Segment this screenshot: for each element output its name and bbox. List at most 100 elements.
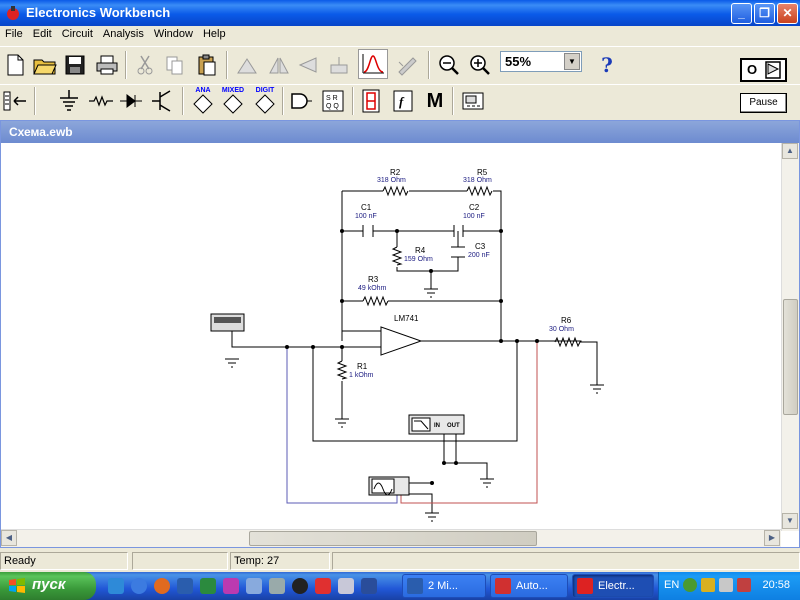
status-message: Ready — [0, 552, 128, 570]
zoom-in-icon[interactable] — [467, 51, 493, 79]
quicklaunch-excel-icon[interactable] — [200, 578, 216, 594]
bode-plotter[interactable] — [408, 414, 465, 435]
vertical-scroll-thumb[interactable] — [783, 299, 798, 415]
quicklaunch-doc-icon[interactable] — [338, 578, 354, 594]
task-item-electronics[interactable]: Electr... — [572, 574, 654, 598]
task-item-label: Auto... — [516, 580, 548, 592]
word-icon — [407, 578, 423, 594]
c3-value: 200 nF — [468, 252, 490, 259]
quicklaunch-app-icon[interactable] — [223, 578, 239, 594]
quicklaunch-ie-icon[interactable] — [131, 578, 147, 594]
c1-label: C1 — [361, 203, 372, 212]
scroll-down-icon[interactable]: ▼ — [782, 513, 798, 529]
component-properties-icon[interactable] — [326, 51, 352, 79]
language-indicator[interactable]: EN — [664, 579, 680, 591]
favorites-bin-icon[interactable] — [2, 87, 28, 115]
save-icon[interactable] — [62, 51, 88, 79]
open-folder-icon[interactable] — [32, 51, 58, 79]
paste-icon[interactable] — [194, 51, 220, 79]
flip-horizontal-icon[interactable] — [266, 51, 292, 79]
quicklaunch-firefox-icon[interactable] — [154, 578, 170, 594]
cut-icon[interactable] — [132, 51, 158, 79]
status-bar: Ready Temp: 27 — [0, 550, 800, 572]
app-icon — [495, 578, 511, 594]
schematic-canvas[interactable]: R2 318 Ohm R5 318 Ohm C1 100 nF C2 100 n… — [1, 143, 781, 529]
schematic-drawing — [210, 185, 604, 522]
close-button[interactable]: ✕ — [777, 3, 798, 24]
quicklaunch-arrow-icon[interactable] — [246, 578, 262, 594]
zoom-value: 55% — [505, 54, 532, 69]
restore-button[interactable]: ❐ — [754, 3, 775, 24]
horizontal-scrollbar[interactable]: ◀ ▶ — [1, 529, 781, 547]
flip-vertical-icon[interactable] — [296, 51, 322, 79]
clock[interactable]: 20:58 — [762, 579, 790, 591]
transistors-bin-icon[interactable] — [150, 87, 176, 115]
function-generator[interactable] — [210, 313, 245, 332]
plotter-out-label: OUT — [447, 423, 460, 429]
r2-value: 318 Ohm — [377, 177, 406, 184]
r4-value: 159 Ohm — [404, 256, 433, 263]
tray-app-icon[interactable] — [683, 578, 697, 592]
misc-bin-icon[interactable]: M — [422, 87, 448, 115]
menu-edit[interactable]: Edit — [32, 28, 52, 40]
shield-icon[interactable] — [701, 578, 715, 592]
menu-help[interactable]: Help — [202, 28, 226, 40]
indicators-bin-icon[interactable] — [358, 87, 384, 115]
diodes-bin-icon[interactable] — [118, 87, 144, 115]
quicklaunch-window-icon[interactable] — [361, 578, 377, 594]
scroll-left-icon[interactable]: ◀ — [1, 530, 17, 546]
task-item-label: Electr... — [598, 580, 635, 592]
task-item-label: 2 Mi... — [428, 580, 458, 592]
scroll-up-icon[interactable]: ▲ — [782, 143, 798, 159]
menu-window[interactable]: Window — [153, 28, 193, 40]
r5-label: R5 — [477, 168, 488, 177]
print-icon[interactable] — [94, 51, 120, 79]
scroll-right-icon[interactable]: ▶ — [764, 530, 780, 546]
zoom-out-icon[interactable] — [436, 51, 462, 79]
quicklaunch-network-icon[interactable] — [108, 578, 124, 594]
mixed-ics-bin-icon[interactable]: MIXED — [220, 87, 246, 115]
copy-icon[interactable] — [162, 51, 188, 79]
toolbar-separator — [226, 51, 228, 79]
horizontal-scroll-thumb[interactable] — [249, 531, 537, 546]
controls-bin-icon[interactable]: f — [390, 87, 416, 115]
digital-ics-bin-icon[interactable]: DIGIT — [252, 87, 278, 115]
rotate-icon[interactable] — [234, 51, 260, 79]
subcircuit-icon[interactable] — [394, 51, 420, 79]
toolbar-separator — [428, 51, 430, 79]
task-item-word[interactable]: 2 Mi... — [402, 574, 486, 598]
zoom-select[interactable]: 55% ▼ — [500, 51, 582, 72]
status-temperature: Temp: 27 — [230, 552, 330, 570]
r6-value: 30 Ohm — [549, 326, 574, 333]
start-button[interactable]: пуск — [0, 572, 96, 600]
quicklaunch-word-icon[interactable] — [177, 578, 193, 594]
power-switch[interactable]: O — [740, 58, 787, 82]
r1-label: R1 — [357, 362, 368, 371]
menu-circuit[interactable]: Circuit — [61, 28, 93, 40]
help-icon[interactable]: ? — [601, 53, 613, 77]
quicklaunch-media-icon[interactable] — [292, 578, 308, 594]
instruments-bin-icon[interactable] — [460, 87, 486, 115]
analog-ics-bin-icon[interactable]: ANA — [190, 87, 216, 115]
logic-gates-bin-icon[interactable] — [288, 87, 314, 115]
new-file-icon[interactable] — [2, 51, 28, 79]
r1-value: 1 kOhm — [349, 372, 374, 379]
minimize-button[interactable]: _ — [731, 3, 752, 24]
oscilloscope[interactable] — [368, 476, 410, 496]
quicklaunch-star-icon[interactable] — [315, 578, 331, 594]
flag-icon[interactable] — [737, 578, 751, 592]
title-bar: Electronics Workbench _ ❐ ✕ — [0, 0, 800, 26]
vertical-scrollbar[interactable]: ▲ ▼ — [781, 143, 799, 531]
quicklaunch-tools-icon[interactable] — [269, 578, 285, 594]
r5-value: 318 Ohm — [463, 177, 492, 184]
sources-bin-icon[interactable] — [56, 87, 82, 115]
menu-analysis[interactable]: Analysis — [102, 28, 144, 40]
basic-bin-icon[interactable] — [88, 87, 114, 115]
tray-monitor-icon[interactable] — [719, 578, 733, 592]
menu-file[interactable]: File — [5, 28, 23, 40]
analysis-graph-icon[interactable] — [358, 49, 388, 79]
chevron-down-icon[interactable]: ▼ — [564, 53, 580, 70]
task-item-auto[interactable]: Auto... — [490, 574, 568, 598]
pause-button[interactable]: Pause — [740, 93, 787, 113]
